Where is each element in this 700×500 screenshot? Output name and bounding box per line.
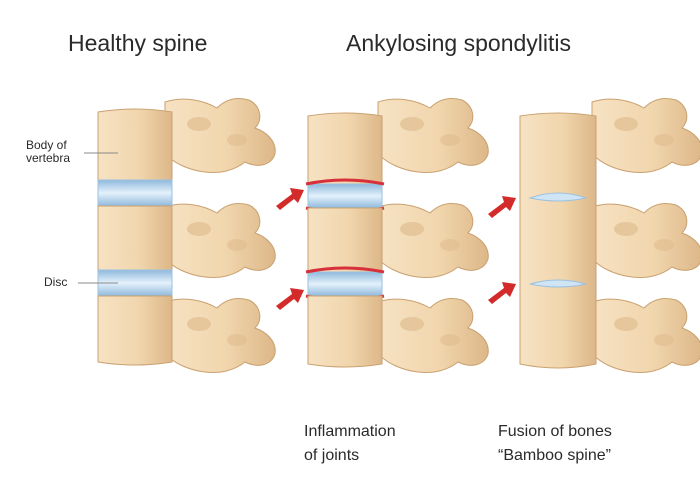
inflammation-caption: Inflammation of joints bbox=[304, 420, 396, 468]
disc-label: Disc bbox=[44, 275, 68, 289]
arrow-right-icon bbox=[276, 188, 304, 210]
healthy-spine bbox=[78, 97, 276, 374]
arrow-right-icon bbox=[276, 288, 304, 310]
healthy-spine-title: Healthy spine bbox=[68, 30, 208, 56]
arrow-right-icon bbox=[488, 282, 516, 304]
inflammation-caption-line-2: of joints bbox=[304, 447, 360, 464]
fused-spine bbox=[519, 97, 700, 374]
ankylosing-spondylitis-title: Ankylosing spondylitis bbox=[346, 30, 572, 56]
body-of-vertebra-line-2: vertebra bbox=[26, 151, 71, 165]
fusion-caption-line-1: Fusion of bones bbox=[498, 423, 612, 440]
arrow-right-icon bbox=[488, 196, 516, 218]
body-of-vertebra-label: Body of vertebra bbox=[26, 139, 96, 165]
body-of-vertebra-line-1: Body of bbox=[26, 138, 67, 152]
inflamed-spine bbox=[305, 97, 489, 374]
inflammation-caption-line-1: Inflammation bbox=[304, 423, 396, 440]
fusion-caption-line-2: “Bamboo spine” bbox=[498, 447, 611, 464]
fusion-caption: Fusion of bones “Bamboo spine” bbox=[498, 420, 612, 468]
